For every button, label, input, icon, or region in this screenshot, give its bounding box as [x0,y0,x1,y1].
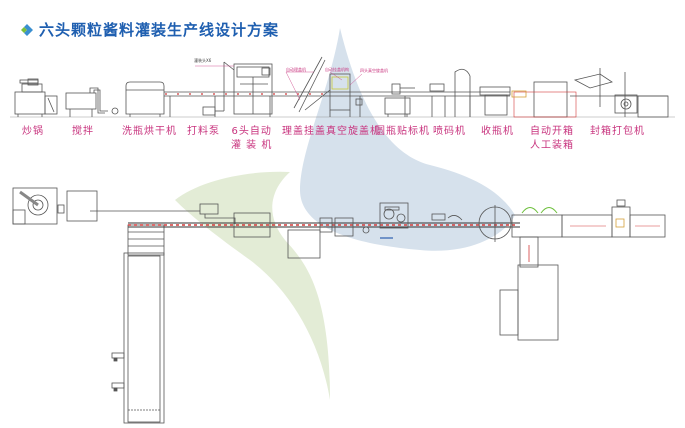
collector-plan [478,205,512,242]
coder-plan [431,213,463,221]
label-pump: 打料泵 [187,126,220,137]
capper-drawing [329,73,363,117]
label-case-sealer: 封箱打包机 [590,126,645,137]
annotation-auto-cap-sorter: 自动理盖机 [286,67,306,72]
collector-drawing [479,86,511,116]
capper-leaders [285,71,363,101]
cap-elevator-drawing [293,56,331,113]
plan-conveyor [128,222,520,228]
mixer-plan [66,190,98,222]
label-case-erector: 自动开箱 人工装箱 [530,125,574,153]
pump-pipe-plan [204,214,236,224]
annotation-cap-hanging: 自动挂盖机构 [325,67,349,72]
label-case-erector-line1: 自动开箱 [530,126,574,137]
capper-plan [287,217,370,259]
label-filler-line2: 灌 装 机 [231,140,273,151]
bottle-washer-drawing [125,81,165,117]
case-sealer-plan [561,199,666,238]
label-fry-pot: 炒锅 [22,126,44,137]
case-erector-plan [499,214,563,341]
label-capper: 理盖挂盖真空旋盖机 [282,126,381,137]
label-mixer: 搅拌 [72,126,94,137]
labeler-plan [379,202,409,229]
page-title: 六头颗粒酱料灌装生产线设计方案 [20,19,279,40]
case-erector-drawing [511,81,577,118]
label-labeler: 圆瓶贴标机 [375,126,430,137]
case-sealer-drawing [570,68,669,118]
coder-drawing [429,68,471,117]
label-case-erector-line2: 人工装箱 [530,140,574,151]
fry-pot-drawing [14,78,58,117]
transfer-pump-drawing [111,107,119,115]
label-filler: 6头自动 灌 装 机 [231,125,272,153]
logo-blue-swirl [300,28,515,251]
feed-pump-drawing [202,62,225,116]
unscrambler-table-plan [111,224,165,424]
filler-plan [233,212,271,238]
label-filler-line1: 6头自动 [231,126,272,137]
logo-green-swirl [175,171,330,400]
diamond-logo-icon [20,23,34,37]
green-flip-arrows [521,207,558,214]
annotation-vacuum-capper: 四头真空旋盖机 [360,68,388,73]
fry-pot-plan [12,187,65,225]
label-bottle-collector: 收瓶机 [481,126,514,137]
top-conveyor [164,91,510,97]
mixer-drawing [65,87,108,117]
label-coder: 喷码机 [433,126,466,137]
pump-plan [199,203,219,215]
labeler-drawing [384,83,415,117]
annotation-filler-heads: 灌装头X6 [194,58,212,63]
filler-drawing [223,61,273,115]
label-bottle-washer-dryer: 洗瓶烘干机 [122,126,177,137]
title-text: 六头颗粒酱料灌装生产线设计方案 [39,21,280,39]
